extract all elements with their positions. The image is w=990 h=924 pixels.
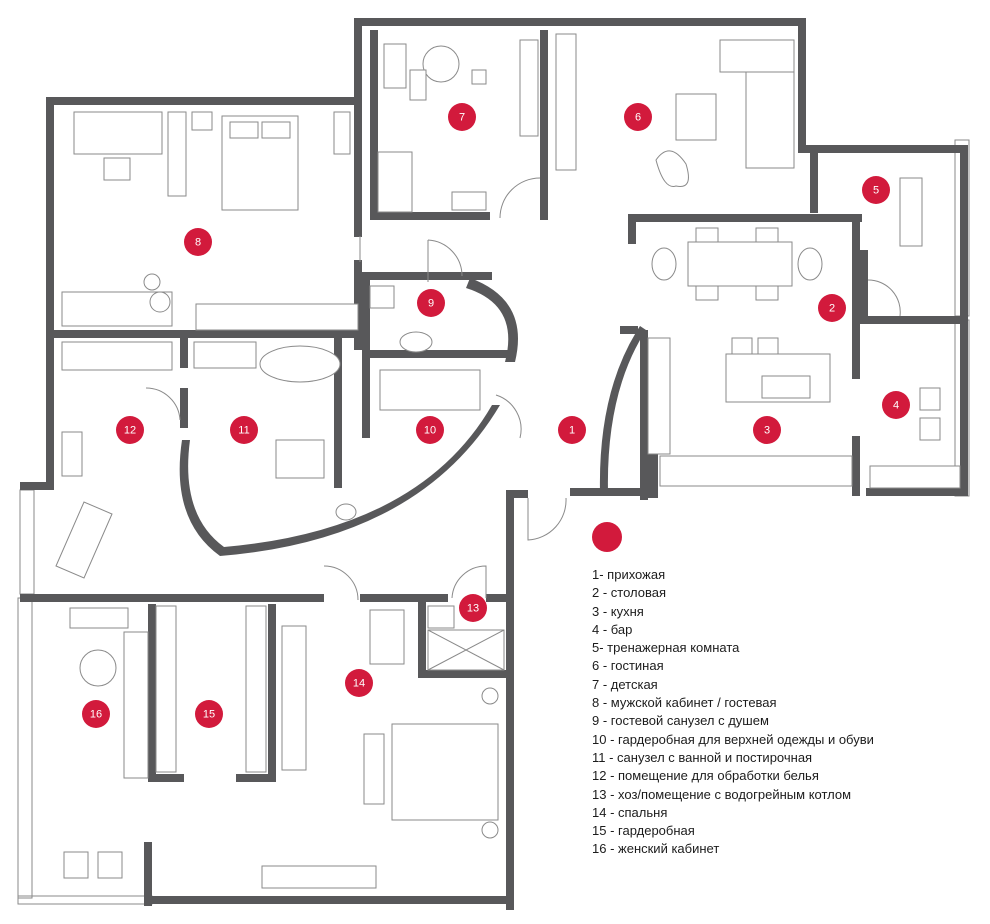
legend-item: 8 - мужской кабинет / гостевая — [592, 695, 777, 711]
room-marker-2: 2 — [818, 294, 846, 322]
room-marker-label: 5 — [873, 185, 879, 197]
room-marker-dot — [459, 594, 487, 622]
room-marker-dot — [558, 416, 586, 444]
room-marker-dot — [624, 103, 652, 131]
legend-item: 11 - санузел с ванной и постирочная — [592, 749, 813, 765]
room-marker-dot — [753, 416, 781, 444]
legend-item: 16 - женский кабинет — [592, 841, 720, 857]
room-marker-label: 13 — [467, 603, 479, 615]
room-marker-dot — [116, 416, 144, 444]
room-marker-dot — [82, 700, 110, 728]
room-marker-9: 9 — [417, 289, 445, 317]
room-marker-dot — [448, 103, 476, 131]
room-marker-label: 16 — [90, 709, 102, 721]
room-marker-label: 9 — [428, 298, 434, 310]
doors — [145, 177, 901, 601]
room-marker-label: 1 — [569, 425, 575, 437]
legend-item: 5- тренажерная комната — [592, 640, 740, 656]
legend-item: 10 - гардеробная для верхней одежды и об… — [592, 731, 874, 747]
room-marker-13: 13 — [459, 594, 487, 622]
legend-item: 4 - бар — [592, 621, 633, 637]
room-marker-15: 15 — [195, 700, 223, 728]
room-marker-11: 11 — [230, 416, 258, 444]
room-marker-label: 15 — [203, 709, 215, 721]
room-marker-label: 8 — [195, 237, 201, 249]
furniture — [55, 33, 961, 889]
room-marker-label: 12 — [124, 425, 136, 437]
room-marker-label: 6 — [635, 112, 641, 124]
room-marker-1: 1 — [558, 416, 586, 444]
walls — [20, 18, 968, 910]
room-marker-8: 8 — [184, 228, 212, 256]
room-marker-12: 12 — [116, 416, 144, 444]
room-marker-16: 16 — [82, 700, 110, 728]
room-marker-dot — [882, 391, 910, 419]
legend-item: 15 - гардеробная — [592, 823, 695, 839]
room-marker-label: 14 — [353, 678, 365, 690]
room-marker-3: 3 — [753, 416, 781, 444]
legend-item: 6 - гостиная — [592, 658, 664, 674]
legend-item: 1- прихожая — [592, 567, 666, 582]
room-marker-dot — [417, 289, 445, 317]
room-marker-label: 11 — [238, 425, 249, 437]
legend-list: 1- прихожая 2 - столовая 3 - кухня 4 - б… — [592, 566, 982, 859]
legend-item: 14 - спальня — [592, 804, 668, 820]
room-marker-label: 7 — [459, 112, 465, 124]
legend: 1- прихожая 2 - столовая 3 - кухня 4 - б… — [592, 522, 982, 859]
room-marker-label: 3 — [764, 425, 770, 437]
room-marker-label: 2 — [829, 303, 835, 315]
room-marker-5: 5 — [862, 176, 890, 204]
room-marker-dot — [195, 700, 223, 728]
room-marker-4: 4 — [882, 391, 910, 419]
legend-item: 7 - детская — [592, 676, 658, 692]
legend-item: 13 - хоз/помещение с водогрейным котлом — [592, 786, 852, 802]
room-marker-dot — [818, 294, 846, 322]
legend-marker-icon — [592, 522, 622, 552]
room-marker-10: 10 — [416, 416, 444, 444]
room-marker-14: 14 — [345, 669, 373, 697]
room-marker-7: 7 — [448, 103, 476, 131]
legend-item: 2 - столовая — [592, 585, 667, 601]
room-marker-6: 6 — [624, 103, 652, 131]
room-marker-dot — [184, 228, 212, 256]
room-marker-dot — [230, 416, 258, 444]
room-marker-label: 4 — [893, 400, 899, 412]
legend-item: 9 - гостевой санузел с душем — [592, 713, 769, 729]
room-marker-dot — [416, 416, 444, 444]
legend-item: 3 - кухня — [592, 603, 644, 619]
curved-walls — [179, 278, 646, 556]
room-marker-dot — [345, 669, 373, 697]
room-marker-dot — [862, 176, 890, 204]
legend-item: 12 - помещение для обработки белья — [592, 768, 819, 784]
room-marker-label: 10 — [424, 425, 436, 437]
